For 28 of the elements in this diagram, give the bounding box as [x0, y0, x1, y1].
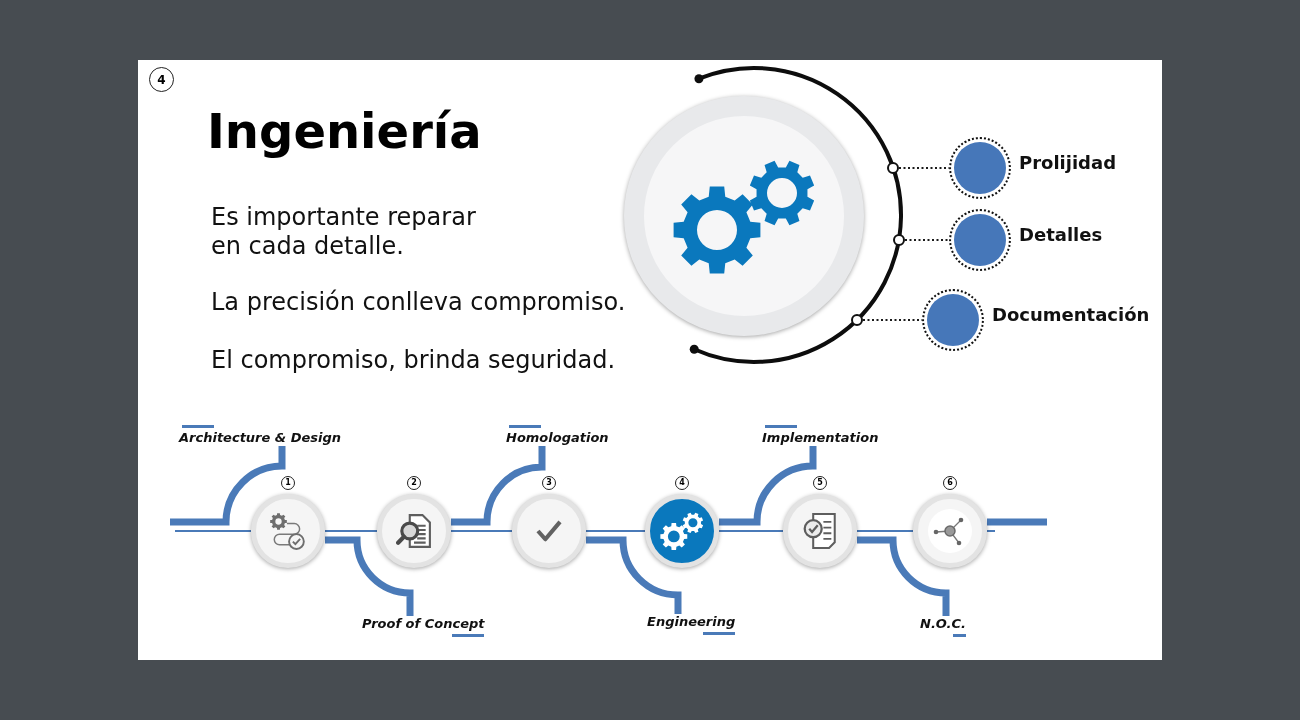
body-text: La precisión conlleva compromiso. — [211, 288, 626, 317]
body-text: El compromiso, brinda seguridad. — [211, 346, 616, 375]
step-label: Engineering — [647, 614, 736, 630]
timeline-line — [585, 530, 646, 532]
timeline-line — [450, 530, 513, 532]
timeline-line — [174, 530, 252, 532]
item-label: Documentación — [992, 304, 1150, 326]
step-number: 2 — [407, 476, 421, 490]
item-label: Detalles — [1019, 224, 1103, 246]
item-label: Prolijidad — [1019, 152, 1117, 174]
timeline-line — [986, 530, 996, 532]
step-label: Architecture & Design — [179, 430, 342, 446]
dotted-connector — [904, 239, 950, 241]
body-text: Es importante reparar en cada detalle. — [211, 203, 477, 261]
step-number: 5 — [813, 476, 827, 490]
slide-number: 4 — [149, 67, 174, 92]
step-number: 4 — [675, 476, 689, 490]
step-label: Proof of Concept — [362, 616, 485, 632]
timeline-line — [324, 530, 378, 532]
step-number: 1 — [281, 476, 295, 490]
timeline-line — [718, 530, 784, 532]
step-number: 6 — [943, 476, 957, 490]
step-label: Homologation — [506, 430, 609, 446]
timeline-line — [856, 530, 914, 532]
slide-title: Ingeniería — [207, 103, 482, 159]
step-number: 3 — [542, 476, 556, 490]
step-label: Implementation — [762, 430, 879, 446]
step-label: N.O.C. — [920, 616, 966, 632]
